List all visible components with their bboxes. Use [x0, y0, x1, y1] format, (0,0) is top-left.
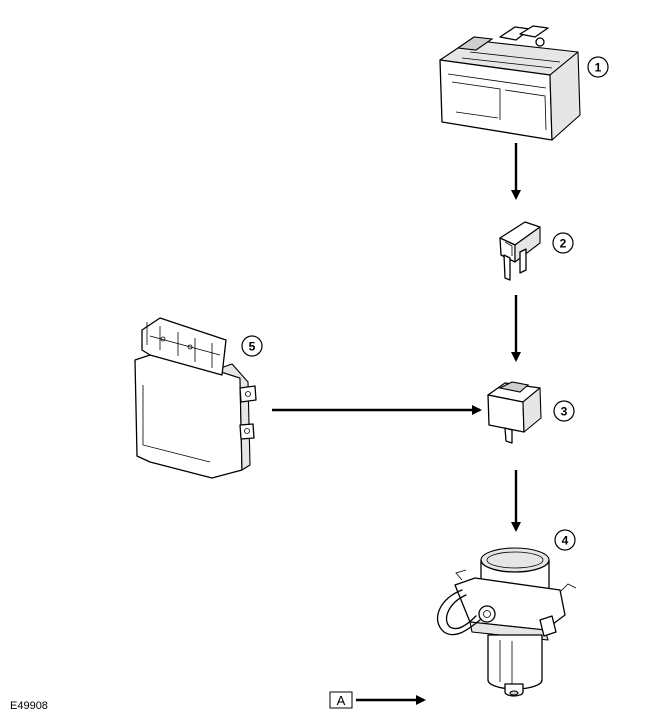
figure-id: E49908 — [10, 700, 48, 712]
fuse-icon — [499, 221, 541, 281]
relay-icon — [487, 381, 542, 444]
control-module-icon — [134, 317, 257, 479]
callout-3-label: 3 — [561, 405, 568, 419]
reference-a-box — [329, 691, 353, 709]
callout-2-label: 2 — [560, 237, 567, 251]
callout-5-label: 5 — [249, 340, 256, 354]
callout-2: 2 — [552, 232, 574, 254]
callout-1: 1 — [587, 56, 609, 78]
callout-4-label: 4 — [562, 534, 569, 548]
reference-a-label: A — [337, 693, 346, 708]
callout-1-label: 1 — [595, 61, 602, 75]
reference-a: A — [329, 691, 426, 709]
battery-icon — [439, 25, 581, 141]
callout-3: 3 — [553, 400, 575, 422]
callout-4: 4 — [554, 529, 576, 551]
vacuum-pump-icon — [436, 547, 577, 697]
callout-5: 5 — [241, 335, 263, 357]
